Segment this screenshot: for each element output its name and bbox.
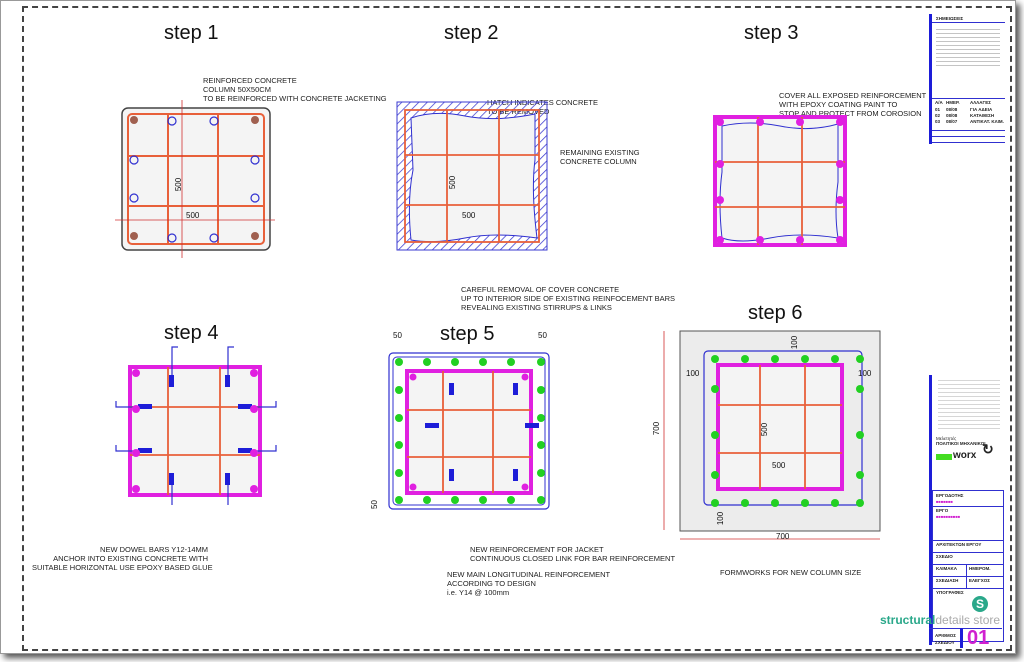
step-4-column-section	[115, 346, 277, 505]
company-logo-bar	[936, 454, 952, 460]
step-6-note: FORMWORKS FOR NEW COLUMN SIZE	[720, 568, 862, 577]
step-4-note: NEW DOWEL BARS Y12-14mmANCHOR INTO EXIST…	[32, 545, 213, 572]
step-6-title: step 6	[748, 302, 803, 324]
notes-text	[936, 26, 1000, 66]
step-3-title: step 3	[744, 22, 799, 44]
sheet-number: 01	[967, 627, 990, 649]
structural-details-logo-icon: S	[972, 596, 988, 612]
step-1-title: step 1	[164, 22, 219, 44]
step-1-dim-height: 500	[174, 177, 184, 192]
step-6-dim-top: 100	[790, 335, 800, 350]
step-6-dim-left: 100	[686, 369, 700, 378]
drawing-border	[22, 6, 1012, 651]
step-2-dim-width: 500	[462, 211, 476, 220]
step-6-dim-total-width: 700	[776, 532, 790, 541]
sheet-label-1: ΑΡΙΘΜΟΣ	[935, 633, 956, 638]
step-6-dim-bottom: 100	[716, 511, 726, 526]
step-5-dim-right: 50	[538, 331, 547, 340]
company-logo: worx	[953, 450, 977, 461]
step-5-dim-left: 50	[393, 331, 402, 340]
title-block-notes: ΣΗΜΕΙΩΣΕΙΣ Α/Α ΗΜΕΡ. ΑΛΛΑΓΕΣ 01 08/08 ΓΙ…	[929, 14, 1005, 144]
step-3-column-section	[713, 115, 847, 247]
step-4-title: step 4	[164, 322, 219, 344]
title-block-main: Μελετητές ΠΟΛΙΤΙΚΟΙ ΜΗΧΑΝΙΚΟΙ worx ↻ ΕΡΓ…	[929, 375, 1005, 645]
step-6-column-section	[663, 330, 881, 540]
step-5-title: step 5	[440, 323, 495, 345]
step-1-column-section	[115, 100, 275, 258]
logo-arrow-icon: ↻	[982, 441, 994, 457]
address-text	[938, 377, 1000, 432]
step-6-dim-right: 100	[858, 369, 872, 378]
step-2-dim-height: 500	[448, 175, 458, 190]
brand-name: structuraldetails store	[880, 613, 1001, 627]
sheet-label-2: ΣΧΕΔΙΟΥ	[935, 640, 955, 645]
step-5-dim-bottom: 50	[369, 500, 379, 509]
step-5-column-section	[388, 352, 550, 510]
step-6-dim-core-height: 500	[760, 422, 770, 437]
step-6-dim-total-height: 700	[652, 421, 662, 436]
project-info-grid: ΕΡΓΟΔΟΤΗΣ ■■■■■■■ ΕΡΓΟ ■■■■■■■■■■ ΑΡΧΙΤΕ…	[932, 490, 1004, 642]
revisions-table: Α/Α ΗΜΕΡ. ΑΛΛΑΓΕΣ 01 08/08 ΓΙΑ ΑΔΕΙΑ 02 …	[932, 98, 1005, 143]
step-2-title: step 2	[444, 22, 499, 44]
step-6-dim-core-width: 500	[772, 461, 786, 470]
step-1-dim-width: 500	[186, 211, 200, 220]
step-2-column-section	[396, 101, 548, 251]
